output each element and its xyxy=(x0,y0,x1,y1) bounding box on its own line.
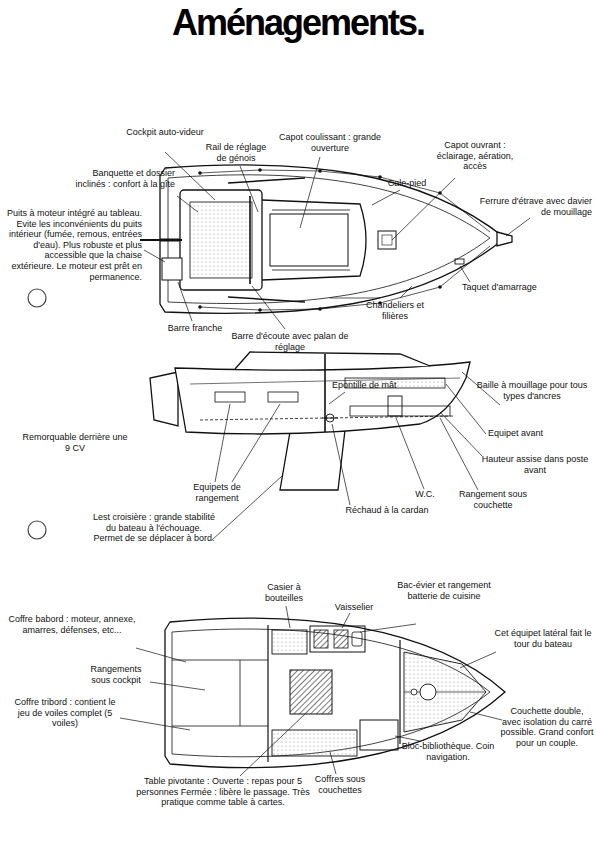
callout-label: Coffres sous couchettes xyxy=(300,774,380,795)
leader-lines xyxy=(120,606,502,776)
callout-label: Rangement sous couchette xyxy=(448,489,538,510)
callout-label: Bac-évier et rangement batterie de cuisi… xyxy=(392,580,496,601)
callout-label: Réchaud à la cardan xyxy=(332,505,442,516)
callout-label: Rangements sous cockpit xyxy=(80,664,152,685)
callout-label: Baille à mouillage pour tous types d'anc… xyxy=(470,380,594,401)
callout-label: Capot ouvrant : éclairage, aération, acc… xyxy=(425,140,525,172)
callout-label: Puits à moteur intégré au tableau. Evite… xyxy=(2,208,142,282)
callout-label: Table pivotante : Ouverte : repas pour 5… xyxy=(128,776,318,808)
callout-label: Taquet d'amarrage xyxy=(462,282,562,293)
callout-label: Barre d'écoute avec palan de réglage xyxy=(228,331,352,352)
callout-label: Bloc-bibliothèque. Coin navigation. xyxy=(396,741,500,762)
leader-lines xyxy=(212,372,500,540)
callout-label: Casier à bouteilles xyxy=(252,582,316,603)
callout-label: Chandeliers et filières xyxy=(355,300,435,321)
deck-plan xyxy=(140,165,512,314)
interior-plan xyxy=(165,618,505,767)
callout-label: Ferrure d'étrave avec davier de mouillag… xyxy=(478,196,592,217)
callout-label: Rail de réglage de génois xyxy=(200,142,272,163)
callout-label: Remorquable derrière une 9 CV xyxy=(20,432,130,453)
callout-label: Vaisselier xyxy=(324,602,384,613)
callout-label: Equipet avant xyxy=(488,428,578,439)
callout-label: Equipets de rangement xyxy=(180,482,254,503)
callout-label: Couchette double, avec isolation du carr… xyxy=(500,706,594,748)
punch-hole xyxy=(28,521,46,539)
callout-label: Coffre babord : moteur, annexe, amarres,… xyxy=(8,614,136,635)
callout-label: Capot coulissant : grande ouverture xyxy=(278,132,382,153)
callout-label: W.C. xyxy=(408,489,442,500)
side-profile xyxy=(150,352,470,490)
callout-label: Cale-pied xyxy=(380,178,434,189)
page-title: Aménagements. xyxy=(0,2,596,44)
callout-label: Cockpit auto-videur xyxy=(125,127,205,138)
callout-label: Lest croisière : grande stabilité du bat… xyxy=(92,512,216,544)
callout-label: Banquette et dossier inclinés : confort … xyxy=(60,168,175,189)
punch-hole xyxy=(28,289,46,307)
callout-label: Epontille de mât xyxy=(332,380,422,391)
callout-label: Barre franche xyxy=(160,323,230,334)
leader-lines xyxy=(144,152,530,329)
callout-label: Coffre tribord : contient le jeu de voil… xyxy=(8,697,122,729)
callout-label: Hauteur assise dans poste avant xyxy=(478,454,592,475)
callout-label: Cet équipet latéral fait le tour du bate… xyxy=(492,628,594,649)
